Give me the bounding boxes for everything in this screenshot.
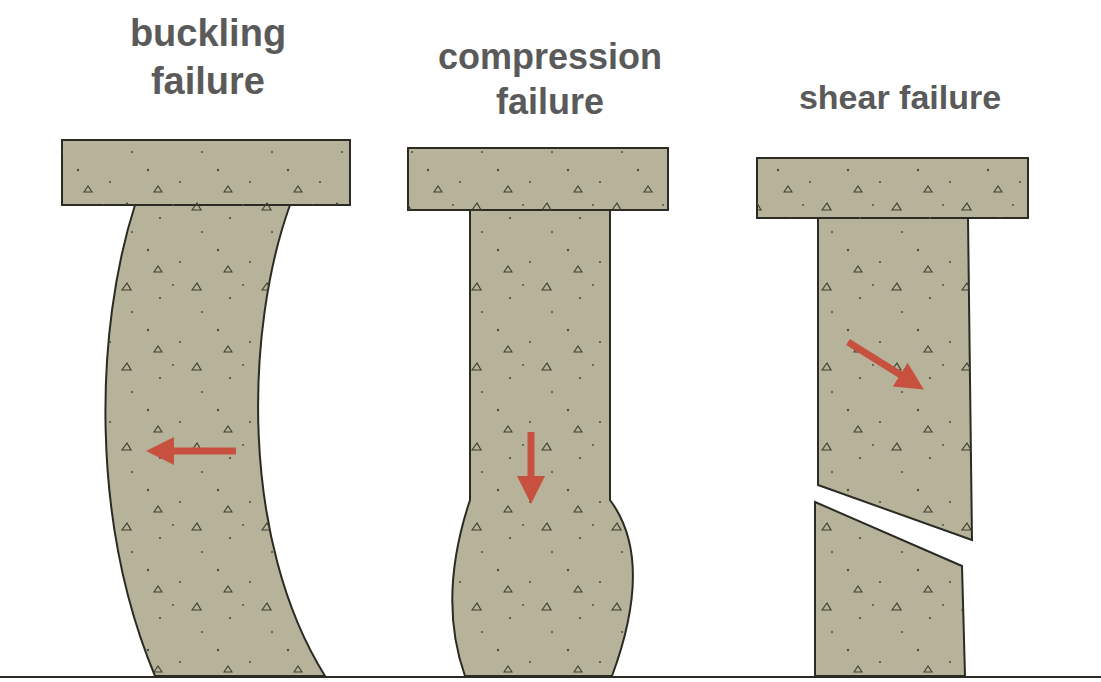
crushed-column [452, 210, 632, 676]
force-arrow [848, 342, 912, 382]
buckled-column [105, 205, 325, 676]
slab [757, 158, 1028, 218]
force-arrow [528, 432, 535, 490]
failure-heading: compression failure [400, 34, 700, 124]
failure-heading: buckling failure [93, 10, 323, 105]
slab [62, 140, 350, 205]
force-arrow [160, 448, 236, 455]
slab [408, 148, 668, 210]
concrete-shapes [62, 140, 1028, 676]
failure-heading: shear failure [740, 76, 1060, 119]
sheared-column-upper [818, 218, 972, 540]
aggregate-texture [62, 140, 1028, 676]
ground-line [0, 676, 1101, 678]
force-arrows [160, 342, 912, 490]
